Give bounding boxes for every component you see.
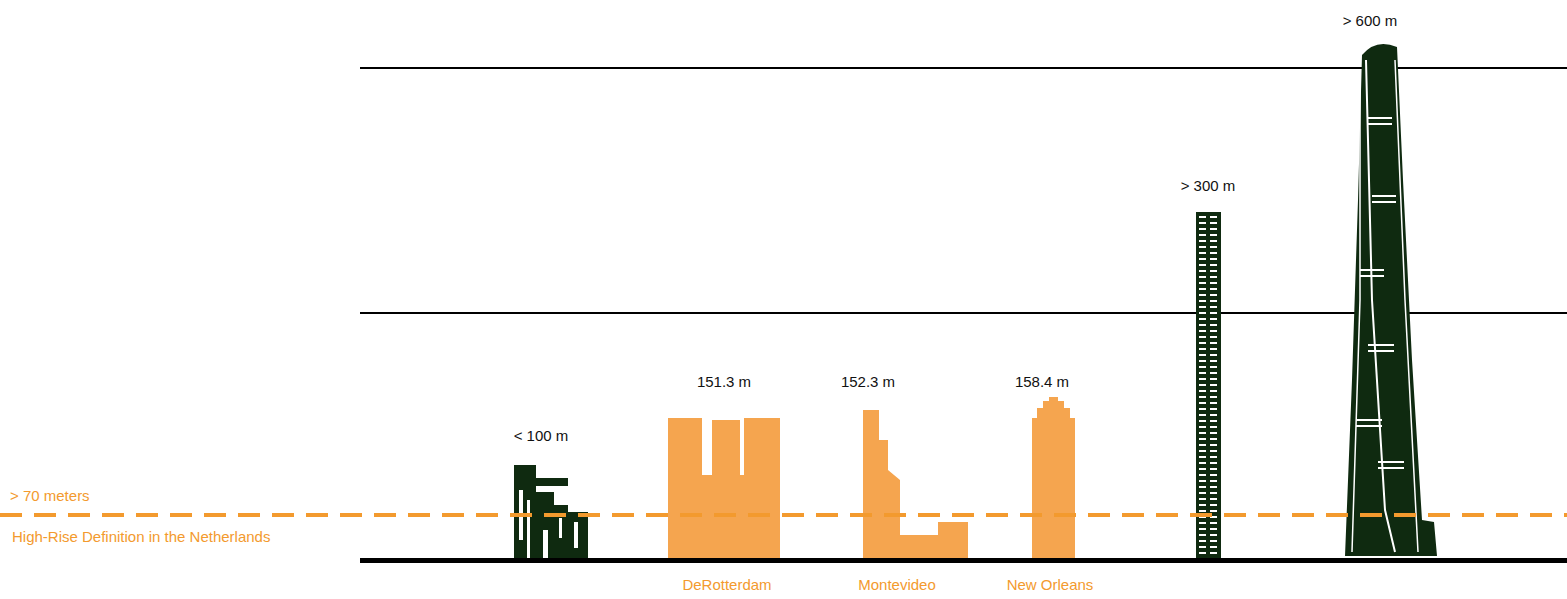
tower-silhouette	[1345, 44, 1437, 556]
building-silhouette	[514, 465, 588, 560]
building-name: DeRotterdam	[682, 576, 771, 594]
height-label: 158.4 m	[1015, 373, 1069, 391]
height-label: > 300 m	[1181, 177, 1236, 195]
threshold-label: High-Rise Definition in the Netherlands	[10, 528, 272, 546]
building-silhouette	[1032, 397, 1075, 558]
ground-line	[360, 558, 1567, 563]
building-silhouette	[668, 418, 780, 558]
building-name: New Orleans	[1007, 576, 1094, 594]
threshold-line	[0, 513, 1567, 517]
height-label: 152.3 m	[841, 373, 895, 391]
threshold-label: > 70 meters	[10, 487, 90, 505]
height-label: 151.3 m	[697, 373, 751, 391]
building-silhouette	[863, 410, 968, 558]
height-label: < 100 m	[514, 427, 569, 445]
tower-silhouette	[1196, 212, 1221, 558]
height-label: > 600 m	[1343, 12, 1398, 30]
building-name: Montevideo	[858, 576, 936, 594]
